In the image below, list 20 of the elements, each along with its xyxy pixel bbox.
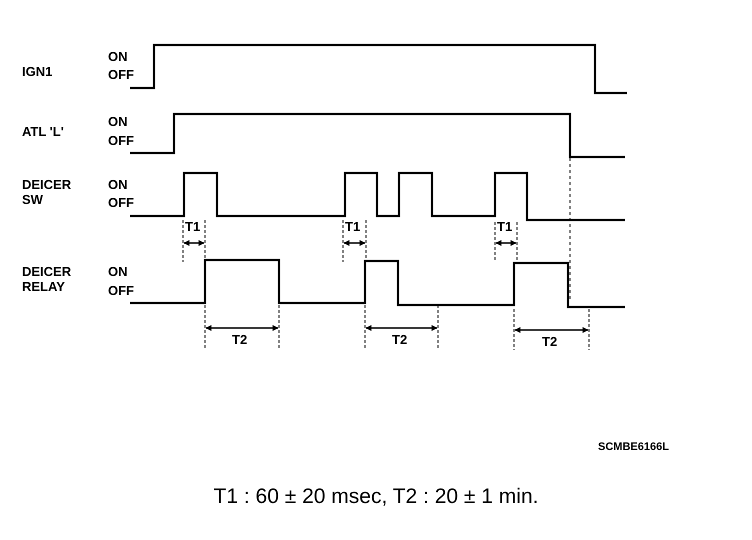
dimension-label: T1 (497, 219, 512, 234)
state-label: OFF (108, 195, 134, 210)
signal-name: IGN1 (22, 64, 52, 79)
state-label: ON (108, 177, 128, 192)
dimension-label: T1 (185, 219, 200, 234)
state-label: OFF (108, 133, 134, 148)
dimension-label: T2 (232, 332, 248, 347)
signal-name: ATL 'L' (22, 124, 64, 139)
state-label: OFF (108, 283, 134, 298)
state-label: OFF (108, 67, 134, 82)
state-label: ON (108, 114, 128, 129)
figure-code: SCMBE6166L (598, 440, 669, 455)
dimension-label: T2 (392, 332, 408, 347)
signal-name: DEICER SW (22, 177, 72, 207)
dimension-label: T2 (542, 334, 558, 349)
state-label: ON (108, 264, 128, 279)
signal-name: DEICER RELAY (22, 264, 72, 294)
dimension-label: T1 (345, 219, 360, 234)
caption: T1 : 60 ± 20 msec, T2 : 20 ± 1 min. (212, 484, 540, 510)
state-label: ON (108, 49, 128, 64)
